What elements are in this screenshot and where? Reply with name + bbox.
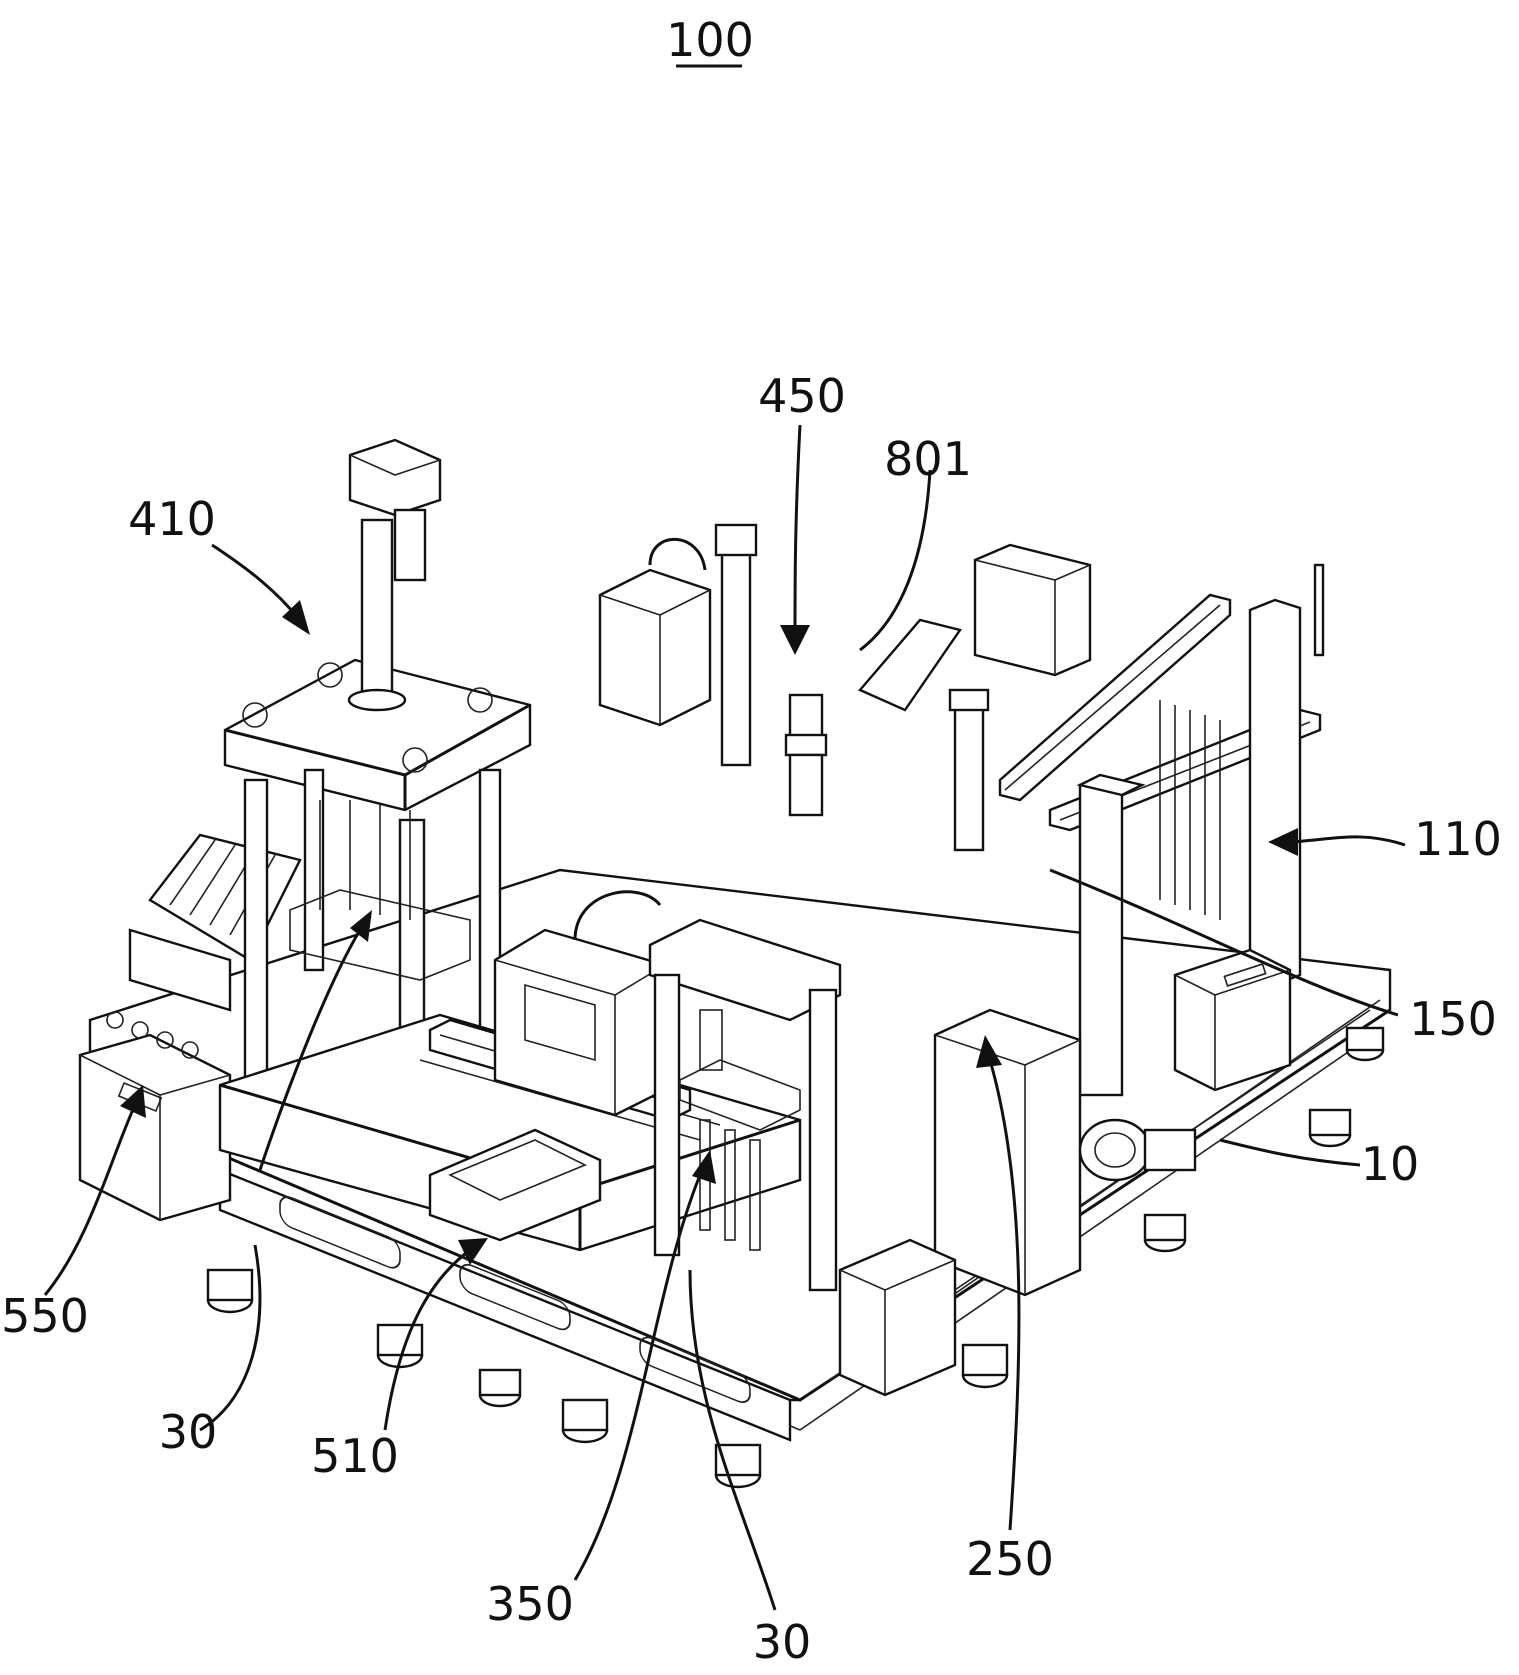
arrowhead-510: [458, 1238, 488, 1265]
leader-30b: [688, 1269, 777, 1611]
label-30-left: 30: [159, 1405, 218, 1459]
leader-550: [43, 1104, 137, 1296]
label-350: 350: [486, 1577, 574, 1631]
label-10: 10: [1361, 1137, 1420, 1191]
machine-drawing: [78, 438, 1392, 1489]
leader-30a: [199, 1244, 262, 1432]
label-801: 801: [884, 432, 972, 486]
arrowhead-550: [120, 1085, 146, 1118]
arrowhead-110: [1268, 828, 1298, 856]
leader-801: [859, 469, 932, 652]
arrowhead-rack: [350, 910, 372, 942]
gantry-350: [648, 918, 842, 1292]
label-150: 150: [1409, 992, 1497, 1046]
label-510: 510: [311, 1429, 399, 1483]
leader-150: [1049, 868, 1399, 1017]
leader-350: [573, 1174, 702, 1581]
front-right-box: [838, 1238, 957, 1397]
leader-lines: [43, 424, 1406, 1611]
leader-550-rack: [258, 929, 362, 1171]
label-450: 450: [758, 369, 846, 423]
reference-numerals: 410 450 801 110 150 10 550 30 510 350 30…: [1, 369, 1502, 1669]
arrowhead-410: [282, 600, 310, 635]
label-410: 410: [128, 492, 216, 546]
label-250: 250: [966, 1532, 1054, 1586]
arrowhead-450: [780, 625, 810, 655]
leader-110: [1289, 835, 1406, 847]
right-column-unit: [1076, 563, 1325, 1097]
leader-450: [793, 424, 802, 631]
motor-450: [784, 693, 828, 817]
figure-number: 100: [666, 13, 754, 67]
leveling-feet: [206, 1026, 1385, 1489]
leader-510: [383, 1248, 471, 1431]
base-motor: [1078, 1118, 1197, 1182]
label-110: 110: [1414, 812, 1502, 866]
right-enclosure: [1173, 948, 1292, 1092]
hmi-panel: [493, 928, 667, 1117]
label-30-middle: 30: [753, 1615, 812, 1669]
leader-10: [1219, 1138, 1361, 1167]
arrowhead-250: [976, 1035, 1002, 1068]
rear-vertical-unit: [573, 523, 758, 941]
arrowhead-350: [692, 1150, 716, 1184]
leader-250: [988, 1059, 1021, 1531]
leader-410: [211, 543, 302, 621]
label-550: 550: [1, 1289, 89, 1343]
